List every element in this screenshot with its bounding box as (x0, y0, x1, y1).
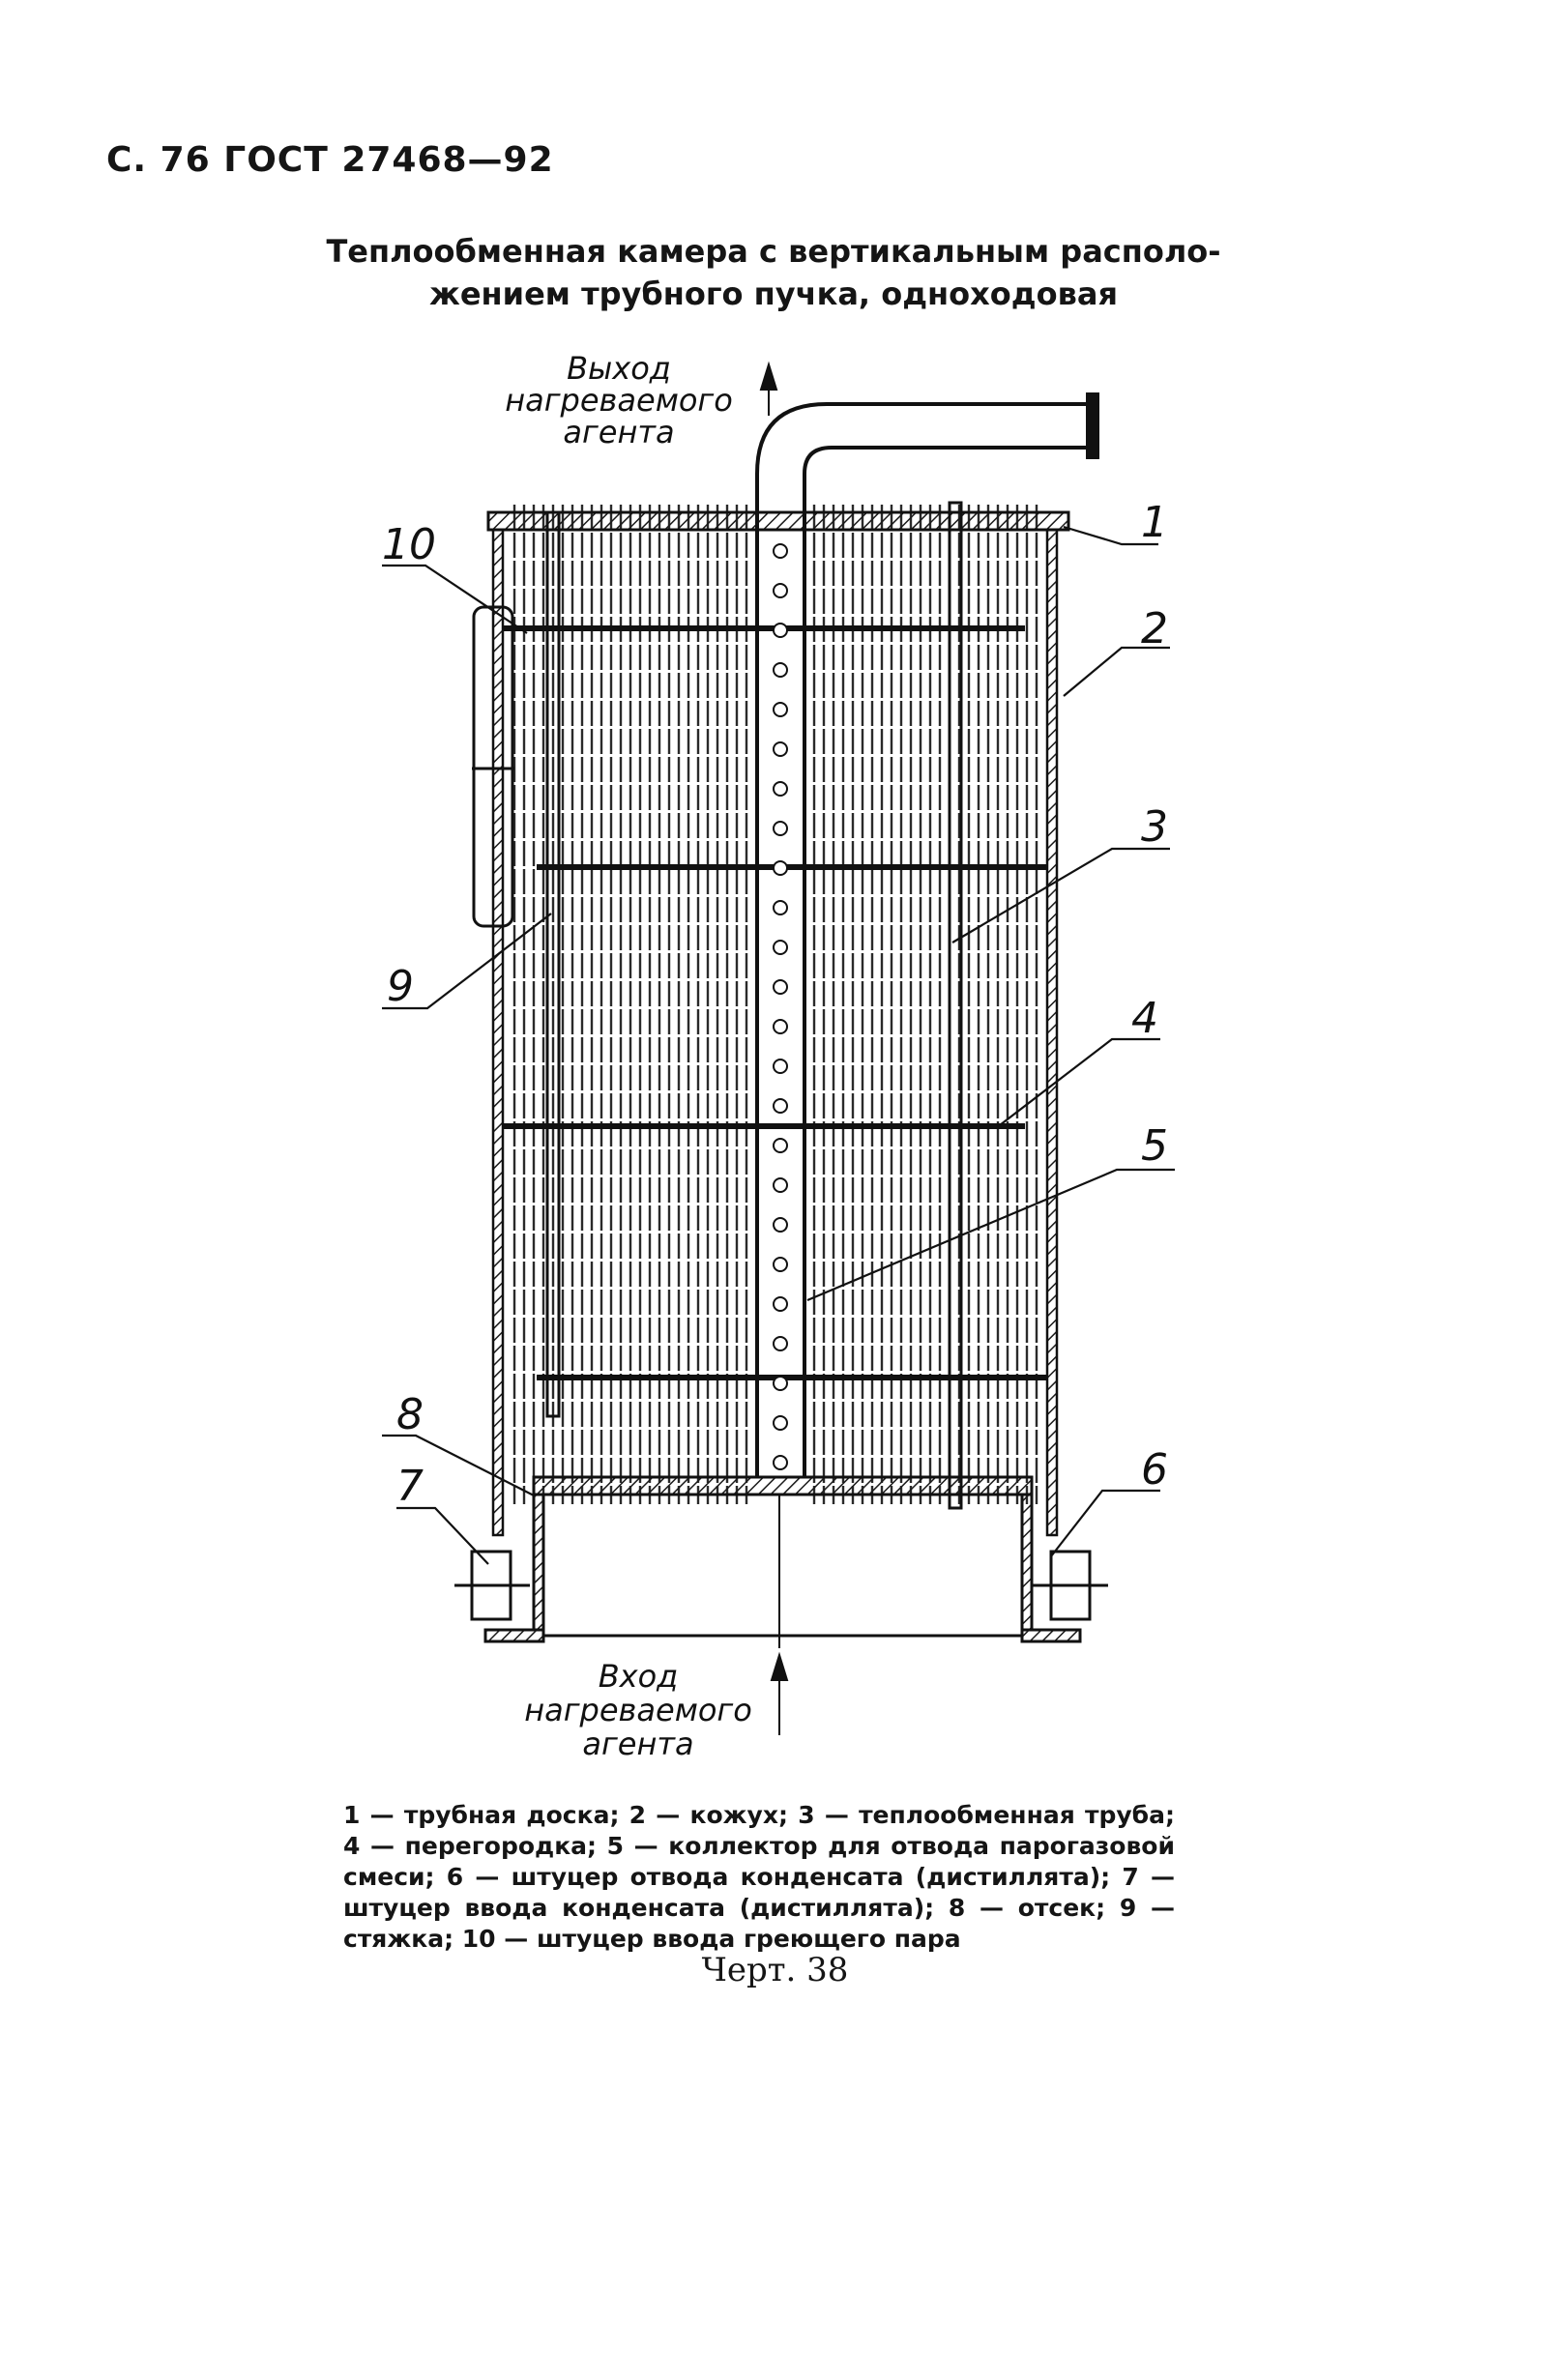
inlet-label-line-1: Вход (599, 1658, 679, 1695)
shell-walls (491, 528, 1059, 1537)
inlet-label: Вход нагреваемого агента (524, 1658, 752, 1762)
figure-title-line-2: жением трубного пучка, одноходовая (429, 276, 1118, 312)
flow-axis (759, 361, 789, 1735)
collector-orifice (773, 1455, 788, 1470)
collector-orifice (773, 1376, 788, 1391)
collector-orifice (773, 1019, 788, 1034)
callout-2: 2 (1141, 604, 1168, 653)
callout-9: 9 (387, 962, 414, 1011)
collector-orifice (773, 741, 788, 757)
callout-numbers: 1 2 3 4 5 6 7 8 9 10 (382, 498, 1168, 1511)
inlet-label-line-2: нагреваемого (524, 1692, 752, 1728)
tube-bundle (512, 505, 1038, 1504)
leader-lines (382, 525, 1175, 1565)
page-header: С. 76 ГОСТ 27468—92 (106, 140, 554, 180)
collector-orifice (773, 543, 788, 559)
callout-1: 1 (1141, 498, 1168, 547)
outlet-label-line-2: нагреваемого (505, 382, 733, 419)
collector-orifice (773, 940, 788, 955)
collector-orifice (773, 702, 788, 717)
callout-5: 5 (1141, 1121, 1168, 1171)
collector-orifice (773, 583, 788, 598)
tube-sheet-bottom (532, 1475, 1034, 1496)
collector-orifice (773, 1098, 788, 1114)
callout-10: 10 (382, 520, 436, 569)
tube-sheet-top (486, 510, 1070, 532)
collector-orifice (773, 1296, 788, 1312)
collector-orifice (773, 623, 788, 638)
collector-orifice (773, 1059, 788, 1074)
collector-orifice (773, 781, 788, 797)
steam-nozzle-10 (472, 605, 514, 928)
condensate-nozzles (454, 1550, 1108, 1621)
collector-orifice (773, 1177, 788, 1193)
callout-7: 7 (396, 1462, 424, 1511)
inlet-label-line-3: агента (582, 1726, 693, 1762)
callout-3: 3 (1141, 802, 1168, 852)
callout-4: 4 (1131, 994, 1158, 1043)
figure-legend: 1 — трубная доска; 2 — кожух; 3 — теплоо… (343, 1801, 1175, 1953)
collector-orifice (773, 1415, 788, 1431)
compartment (483, 1493, 1082, 1643)
callout-6: 6 (1141, 1445, 1168, 1495)
tie-rods (545, 501, 963, 1510)
outlet-label: Выход нагреваемого агента (505, 350, 733, 450)
figure-title-line-1: Теплообменная камера с вертикальным расп… (326, 233, 1221, 270)
collector-orifice (773, 1336, 788, 1351)
collector-orifice (773, 979, 788, 995)
outlet-label-line-3: агента (563, 414, 674, 450)
collector-pipe (755, 392, 1099, 1477)
collector-orifice (773, 662, 788, 678)
collector-orifice (773, 1138, 788, 1153)
callout-8: 8 (396, 1390, 424, 1439)
collector-orifice (773, 900, 788, 915)
figure-caption: Черт. 38 (701, 1951, 849, 1989)
collector-orifice (773, 1257, 788, 1272)
collector-orifice (773, 1217, 788, 1233)
collector-orifice (773, 860, 788, 876)
outlet-label-line-1: Выход (567, 350, 671, 387)
collector-orifice (773, 821, 788, 836)
